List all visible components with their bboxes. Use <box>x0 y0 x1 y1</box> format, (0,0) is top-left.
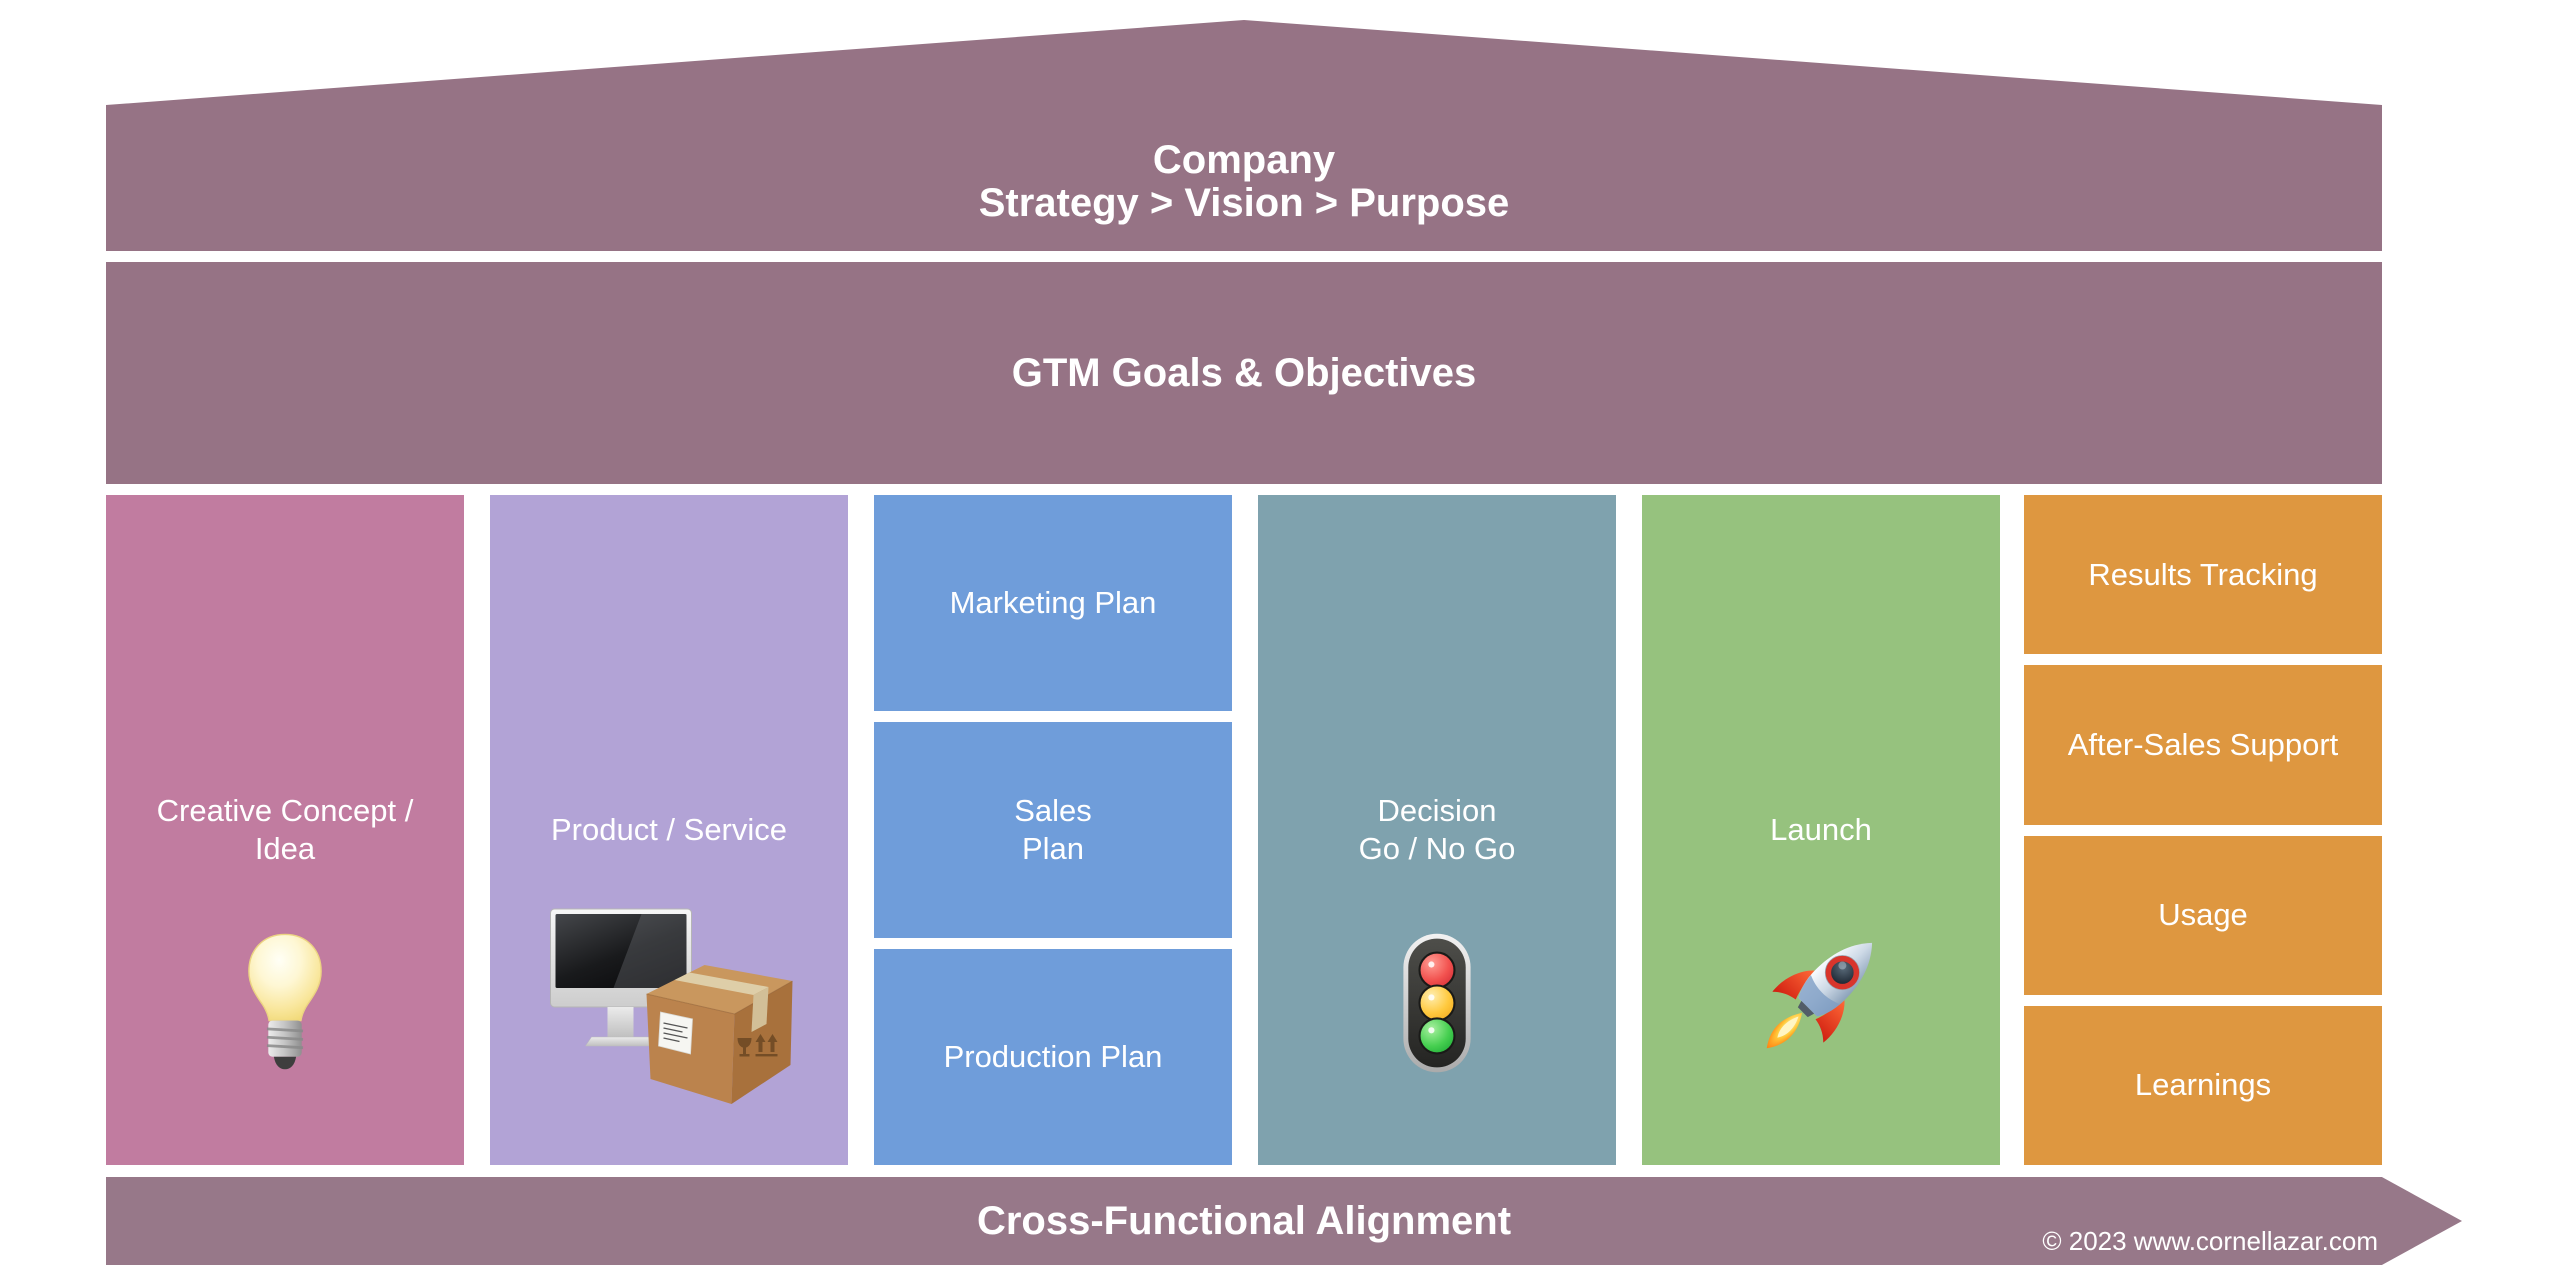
stage-decision-label: Decision Go / No Go <box>1358 793 1516 866</box>
stage-launch-label: Launch <box>1770 812 1872 847</box>
computer-and-box-icon <box>550 908 793 1104</box>
plan-box-production-label: Production Plan <box>943 1039 1163 1074</box>
gtm-goals-banner: GTM Goals & Objectives <box>106 262 2382 484</box>
lightbulb-icon <box>248 933 322 1070</box>
company-subtitle: Strategy > Vision > Purpose <box>978 181 1510 225</box>
traffic-light-icon <box>1403 933 1471 1073</box>
plan-box-marketing-label: Marketing Plan <box>949 585 1157 620</box>
company-title: Company <box>1152 138 1336 182</box>
plan-box-marketing: Marketing Plan <box>874 495 1232 711</box>
followup-box-after-sales-support: After-Sales Support <box>2024 665 2382 825</box>
followup-box-usage-label: Usage <box>2158 897 2248 933</box>
plan-box-production: Production Plan <box>874 949 1232 1165</box>
plan-box-sales-label: Sales Plan <box>1014 793 1092 866</box>
plan-box-sales: Sales Plan <box>874 722 1232 938</box>
stage-creative-concept: Creative Concept / Idea <box>106 495 464 1165</box>
stage-followup-stack: Results Tracking After-Sales Support Usa… <box>2024 495 2382 1165</box>
rocket-icon <box>1766 942 1873 1049</box>
stage-plans-stack: Marketing Plan Sales Plan Production Pla… <box>874 495 1232 1165</box>
followup-box-results-tracking: Results Tracking <box>2024 495 2382 655</box>
stage-product-service: Product / Service <box>490 495 848 1165</box>
cross-functional-label: Cross-Functional Alignment <box>976 1198 1512 1243</box>
company-strategy-banner: Company Strategy > Vision > Purpose <box>106 20 2382 251</box>
stage-launch: Launch <box>1642 495 2000 1165</box>
cross-functional-arrow: Cross-Functional Alignment © 2023 www.co… <box>106 1177 2462 1265</box>
followup-box-after-sales-support-label: After-Sales Support <box>2067 726 2339 762</box>
gtm-goals-label: GTM Goals & Objectives <box>1011 350 1477 395</box>
stage-decision: Decision Go / No Go <box>1258 495 1616 1165</box>
stage-product-service-label: Product / Service <box>550 812 788 847</box>
stage-creative-concept-label: Creative Concept / Idea <box>156 793 414 866</box>
followup-box-usage: Usage <box>2024 835 2382 995</box>
followup-box-results-tracking-label: Results Tracking <box>2088 556 2318 592</box>
followup-box-learnings: Learnings <box>2024 1005 2382 1165</box>
followup-box-learnings-label: Learnings <box>2134 1067 2272 1103</box>
copyright-text: © 2023 www.cornellazar.com <box>2042 1226 2378 1256</box>
